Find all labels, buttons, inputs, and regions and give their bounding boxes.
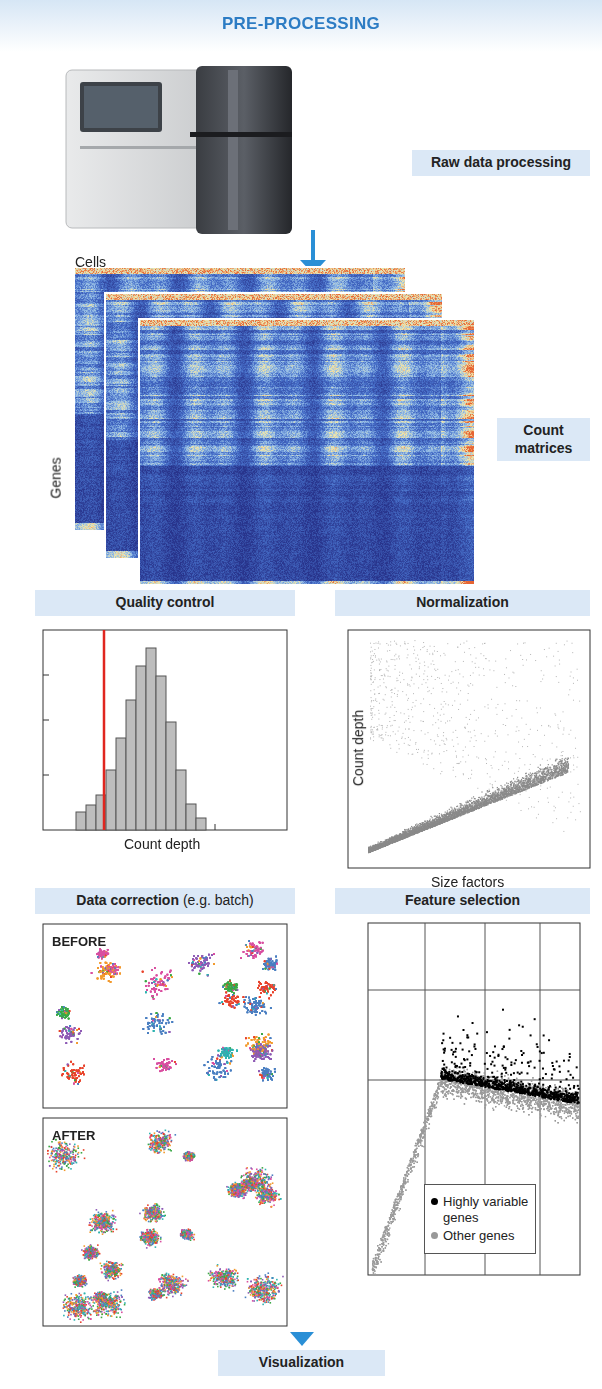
axis-label: AFTER (52, 1128, 95, 1143)
box-heading: Normalization (416, 594, 509, 610)
box-note: (e.g. batch) (183, 892, 254, 908)
box-heading: Data correction (76, 892, 179, 908)
legend-text: Highly variable genes (443, 1194, 529, 1225)
process-box: Count matrices (497, 418, 590, 461)
axis-label: Size factors (431, 874, 504, 890)
legend-row: Highly variable genes (431, 1194, 529, 1225)
box-heading: Quality control (116, 594, 215, 610)
legend-swatch (431, 1232, 438, 1239)
axis-label: Cells (75, 254, 106, 270)
axis-label: BEFORE (52, 934, 106, 949)
process-box: Feature selection (335, 888, 590, 914)
diagram-title: PRE-PROCESSING (0, 14, 602, 34)
box-heading: Feature selection (405, 892, 520, 908)
box-heading: Raw data processing (431, 154, 571, 170)
legend-row: Other genes (431, 1228, 529, 1244)
process-box: Normalization (335, 590, 590, 616)
axis-label: Genes (48, 457, 64, 498)
legend-swatch (431, 1198, 438, 1205)
box-heading: Count matrices (515, 422, 573, 456)
axis-label: Count depth (124, 836, 200, 852)
process-box: Quality control (35, 590, 295, 616)
process-box: Raw data processing (412, 150, 590, 176)
box-heading: Visualization (259, 1354, 344, 1370)
legend-box: Highly variable genesOther genes (424, 1184, 536, 1254)
process-box: Data correction (e.g. batch) (35, 888, 295, 914)
process-box: Visualization (218, 1350, 385, 1376)
legend-text: Other genes (443, 1228, 515, 1244)
axis-label: Count depth (350, 710, 366, 786)
